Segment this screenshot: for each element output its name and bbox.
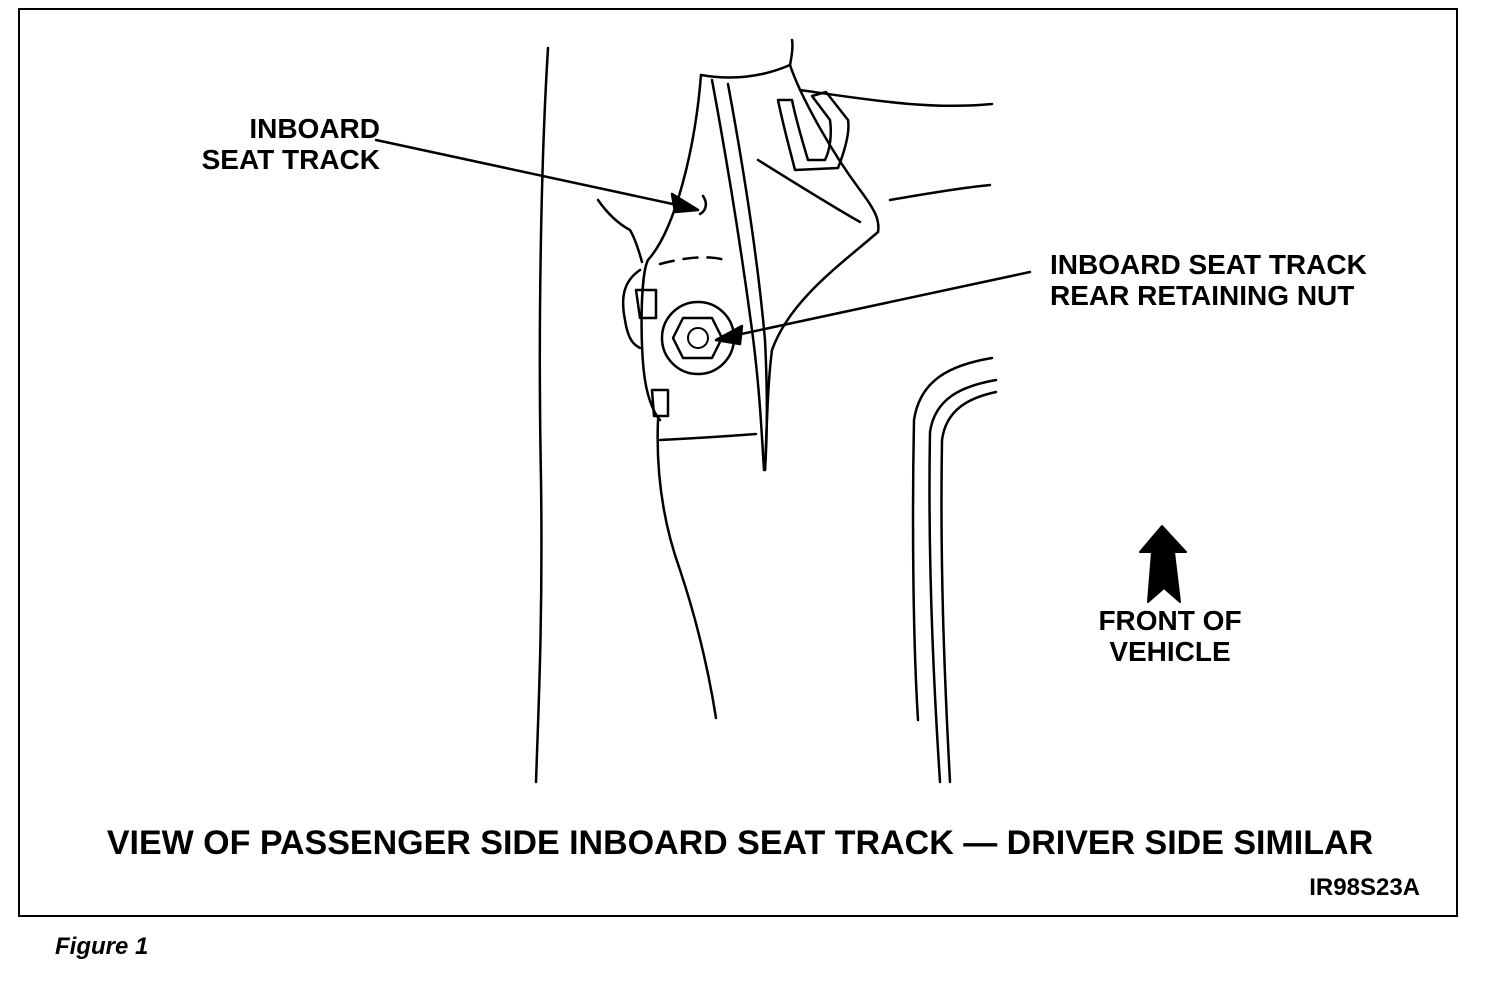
front-of-vehicle-label-line-1: FRONT OF [1098,605,1242,636]
floor-line-middle [888,183,992,202]
hook-detail [776,90,850,172]
track-leader-end [698,194,708,216]
nut-center [687,327,709,349]
track-body-left-edge [640,73,703,422]
track-cross-member [658,432,758,442]
front-of-vehicle-label: FRONT OF VEHICLE [1060,605,1280,668]
retaining-nut [671,316,724,360]
inboard-track-leader [374,138,684,208]
figure-id: IR98S23A [1309,874,1420,901]
rear-retaining-nut-label-line-2: REAR RETAINING NUT [1050,279,1355,311]
bolt-arc [658,256,732,266]
front-of-vehicle-label-line-2: VEHICLE [1109,635,1231,667]
inboard-seat-track-label-line-1: INBOARD [249,113,380,144]
floor-left-contour [534,46,550,784]
track-diagonal-brace [763,230,880,472]
inboard-seat-track-label-line-2: SEAT TRACK [201,143,380,175]
inboard-seat-track-label: INBOARD SEAT TRACK [140,113,380,176]
floor-line-upper [798,88,994,108]
track-upper-cap [699,38,794,79]
nut-arrowhead [714,324,744,346]
figure-frame [18,8,1458,917]
track-lower-contour [656,418,718,720]
track-inner-diagonal [756,158,862,224]
clip-upper [596,198,644,264]
inboard-track-arrowhead [670,192,700,214]
opening-inner-2 [940,390,998,784]
front-of-vehicle-arrow [1139,525,1187,603]
tab-upper [634,288,658,320]
rear-retaining-nut-label: INBOARD SEAT TRACK REAR RETAINING NUT [1050,249,1367,312]
track-rail-1 [710,78,766,472]
opening-outer [911,356,994,722]
figure-caption: VIEW OF PASSENGER SIDE INBOARD SEAT TRAC… [106,824,1374,862]
clip-connector [621,268,642,350]
opening-inner [928,378,998,784]
nut-leader [730,270,1032,338]
rear-retaining-nut-label-line-1: INBOARD SEAT TRACK [1050,249,1367,280]
tab-lower [650,388,670,418]
figure-label: Figure 1 [55,933,149,960]
